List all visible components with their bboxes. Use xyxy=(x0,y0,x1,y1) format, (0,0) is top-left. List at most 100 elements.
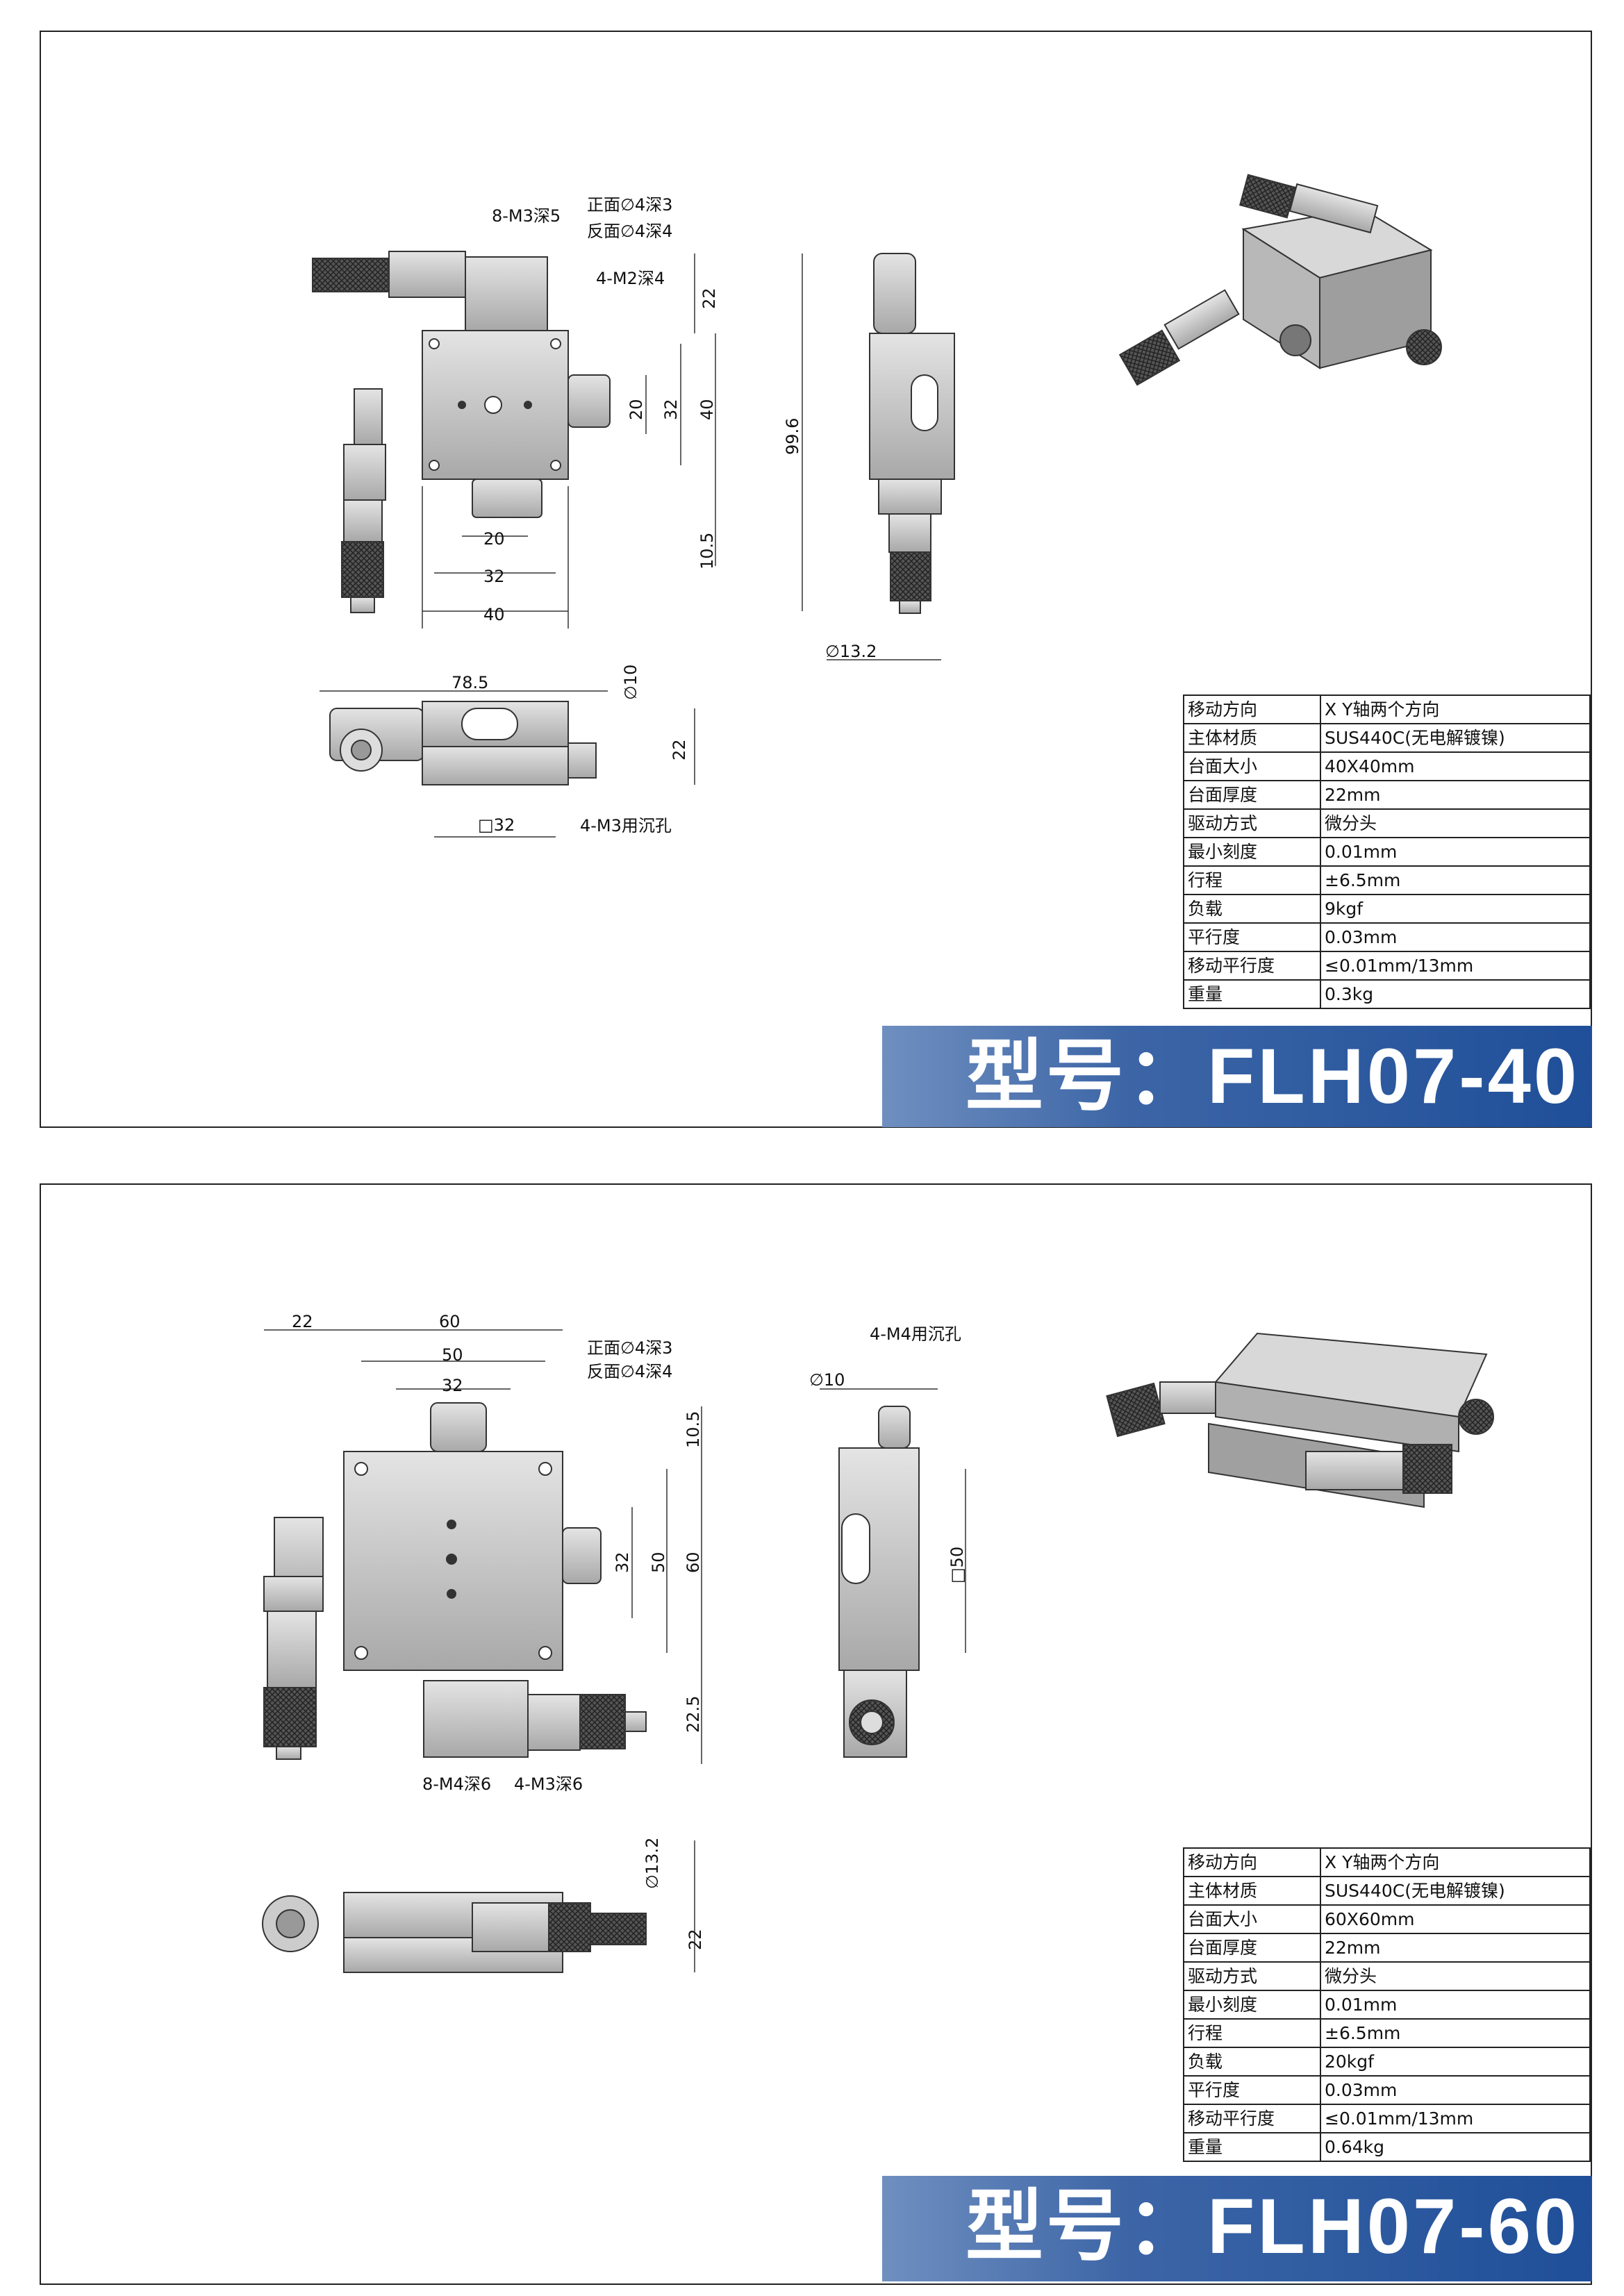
dim-label: 反面∅4深4 xyxy=(587,222,673,241)
dimension-lines xyxy=(264,253,966,1972)
spec-key: 重量 xyxy=(1183,979,1321,1009)
top-view-60 xyxy=(263,1402,647,1760)
dim-label: 4-M3用沉孔 xyxy=(580,816,672,835)
dim-label: 32 xyxy=(442,1376,463,1395)
dim-label: 50 xyxy=(649,1552,668,1573)
spec-value: 60X60mm xyxy=(1320,1904,1591,1934)
spec-value: 40X40mm xyxy=(1320,751,1591,781)
dim-label: ∅13.2 xyxy=(643,1837,662,1889)
spec-key: 行程 xyxy=(1183,2018,1321,2048)
dim-label: 20 xyxy=(627,399,646,420)
dim-label: 8-M4深6 xyxy=(422,1774,492,1794)
spec-value: ≤0.01mm/13mm xyxy=(1320,951,1591,981)
spec-value: 0.03mm xyxy=(1320,922,1591,952)
spec-key: 最小刻度 xyxy=(1183,837,1321,867)
dim-label: 4-M2深4 xyxy=(596,269,665,288)
spec-key: 台面大小 xyxy=(1183,1904,1321,1934)
dim-label: 50 xyxy=(442,1345,463,1365)
spec-key: 驱动方式 xyxy=(1183,1961,1321,1991)
spec-value: ±6.5mm xyxy=(1320,2018,1591,2048)
spec-value: 22mm xyxy=(1320,1933,1591,1963)
dim-label: 正面∅4深3 xyxy=(587,1338,673,1358)
spec-row: 驱动方式微分头 xyxy=(1183,1961,1591,1991)
dim-label: 4-M3深6 xyxy=(514,1774,583,1794)
dim-label: 99.6 xyxy=(783,417,802,455)
dim-label: ∅10 xyxy=(809,1370,845,1390)
spec-key: 台面厚度 xyxy=(1183,780,1321,810)
side-view-40 xyxy=(869,253,955,614)
dim-label: ∅13.2 xyxy=(825,642,877,661)
dim-label: 22.5 xyxy=(683,1695,703,1733)
spec-value: 0.01mm xyxy=(1320,1990,1591,2020)
dim-label: 10.5 xyxy=(683,1411,703,1448)
front-view-40 xyxy=(329,701,597,785)
dim-label: 正面∅4深3 xyxy=(587,195,673,215)
spec-key: 负载 xyxy=(1183,2047,1321,2077)
spec-value: SUS440C(无电解镀镍) xyxy=(1320,1876,1591,1906)
spec-value: 22mm xyxy=(1320,780,1591,810)
spec-row: 移动平行度≤0.01mm/13mm xyxy=(1183,951,1591,981)
spec-value: SUS440C(无电解镀镍) xyxy=(1320,723,1591,753)
dim-label: 22 xyxy=(686,1929,705,1950)
dim-label: 4-M4用沉孔 xyxy=(870,1324,961,1344)
dim-label: 32 xyxy=(483,567,505,586)
product-panel-flh07-40 xyxy=(40,31,1592,1128)
spec-row: 行程±6.5mm xyxy=(1183,2018,1591,2048)
dim-label: 60 xyxy=(683,1552,703,1573)
spec-value: 0.64kg xyxy=(1320,2132,1591,2162)
spec-key: 主体材质 xyxy=(1183,723,1321,753)
spec-key: 移动方向 xyxy=(1183,694,1321,724)
dim-label: 反面∅4深4 xyxy=(587,1362,673,1381)
dim-label: 22 xyxy=(670,739,689,760)
top-view-40 xyxy=(312,251,611,613)
dim-label: 78.5 xyxy=(451,673,489,692)
spec-key: 台面厚度 xyxy=(1183,1933,1321,1963)
model-name: FLH07-60 xyxy=(1207,2183,1580,2270)
model-name: FLH07-40 xyxy=(1207,1033,1580,1120)
dim-label: 40 xyxy=(483,605,505,624)
spec-key: 平行度 xyxy=(1183,2075,1321,2105)
spec-value: 微分头 xyxy=(1320,1961,1591,1991)
dim-label: 40 xyxy=(697,399,717,420)
spec-key: 重量 xyxy=(1183,2132,1321,2162)
model-banner-flh07-40: 型号：FLH07-40 xyxy=(882,1026,1592,1127)
dim-label: 22 xyxy=(292,1312,313,1331)
spec-value: ±6.5mm xyxy=(1320,865,1591,895)
spec-value: X Y轴两个方向 xyxy=(1320,1847,1591,1877)
dim-label: ∅10 xyxy=(621,664,640,700)
dim-label: 60 xyxy=(439,1312,461,1331)
front-view-60 xyxy=(262,1892,647,1973)
dim-label: 20 xyxy=(483,529,505,549)
spec-value: 微分头 xyxy=(1320,808,1591,838)
spec-row: 移动平行度≤0.01mm/13mm xyxy=(1183,2104,1591,2133)
product-render-60 xyxy=(1106,1332,1494,1508)
product-render-40 xyxy=(1118,174,1442,386)
model-banner-flh07-60: 型号：FLH07-60 xyxy=(882,2176,1592,2281)
spec-value: 9kgf xyxy=(1320,894,1591,924)
spec-key: 移动平行度 xyxy=(1183,951,1321,981)
product-panel-flh07-60 xyxy=(40,1183,1592,2285)
spec-value: 0.3kg xyxy=(1320,979,1591,1009)
spec-key: 最小刻度 xyxy=(1183,1990,1321,2020)
spec-key: 驱动方式 xyxy=(1183,808,1321,838)
spec-key: 主体材质 xyxy=(1183,1876,1321,1906)
spec-value: ≤0.01mm/13mm xyxy=(1320,2104,1591,2133)
spec-key: 移动方向 xyxy=(1183,1847,1321,1877)
side-view-60 xyxy=(838,1406,920,1758)
dim-label: 32 xyxy=(661,399,681,420)
